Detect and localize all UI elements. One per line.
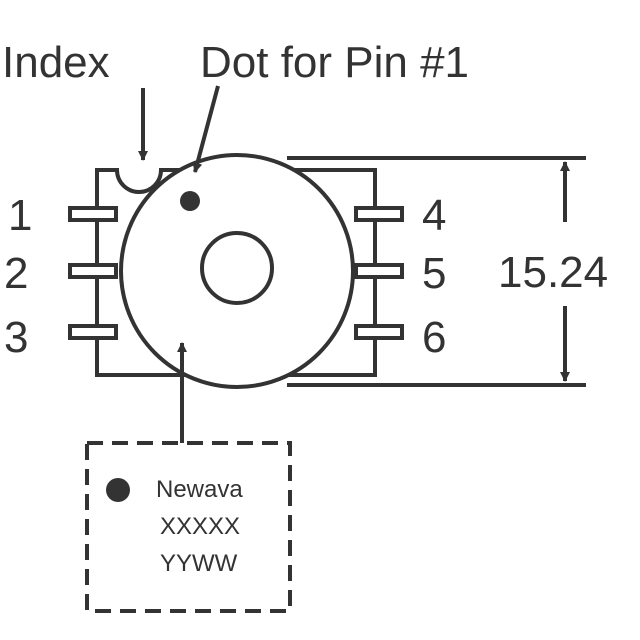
index-label: Index <box>2 38 110 87</box>
pin-2-pad <box>68 263 118 279</box>
pin-6-number: 6 <box>422 313 446 362</box>
dimension-value-label: 15.24 <box>498 248 608 297</box>
pin-1-number: 1 <box>8 191 32 240</box>
marking-line-code: XXXXX <box>160 513 240 540</box>
marking-line-date: YYWW <box>160 550 238 577</box>
pin-2-number: 2 <box>4 249 28 298</box>
pin-4-pad <box>354 206 404 222</box>
pin1-dot <box>180 191 200 211</box>
package-body <box>95 168 377 377</box>
marking-box <box>85 441 292 613</box>
pin-6-pad <box>354 324 404 340</box>
pin-5-pad <box>354 263 404 279</box>
pin-3-pad <box>68 324 118 340</box>
center-hole <box>200 231 274 305</box>
pin-4-number: 4 <box>422 191 446 240</box>
pin1-dot-arrow <box>192 85 220 173</box>
pin-3-number: 3 <box>4 313 28 362</box>
dot-for-pin1-label: Dot for Pin #1 <box>200 38 469 87</box>
pin-1-pad <box>68 206 118 222</box>
marking-dot <box>106 478 130 502</box>
marking-line-brand: Newava <box>156 476 243 503</box>
pin-5-number: 5 <box>422 249 446 298</box>
